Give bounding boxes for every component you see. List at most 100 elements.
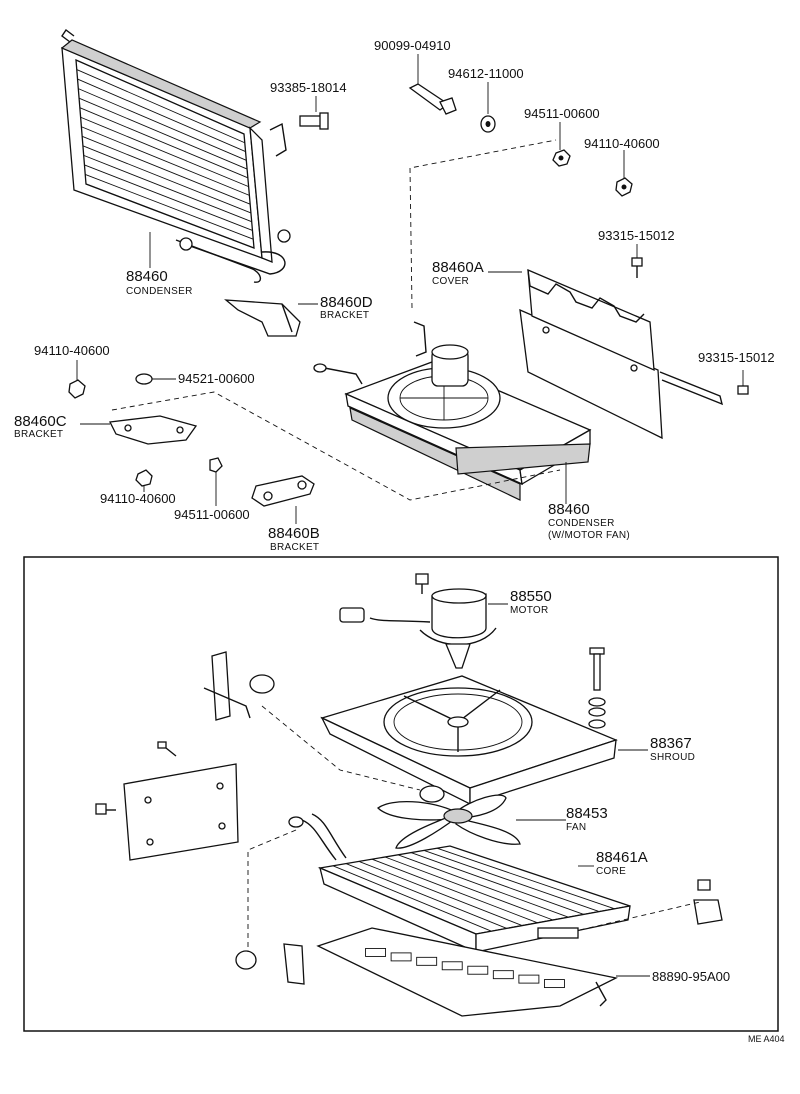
- name-cover: COVER: [432, 276, 469, 287]
- nut-94511-00600-bottom-drawing: [209, 457, 223, 506]
- hatch-line: [82, 145, 252, 214]
- label-93315-15012-b: 93315-15012: [698, 350, 775, 365]
- drawing-code: ME A404: [748, 1034, 785, 1044]
- bracket-88460c-drawing: [80, 415, 198, 445]
- label-88550: 88550: [510, 588, 552, 605]
- grille-slot: [543, 979, 565, 989]
- hatch-line: [85, 174, 254, 240]
- hatch-line: [79, 107, 249, 179]
- label-88460a: 88460A: [432, 259, 484, 276]
- hatch-line: [410, 852, 584, 915]
- hatch-line: [76, 69, 245, 144]
- lower-labels: 88550 MOTOR 88367 SHROUD 88453 FAN 88461…: [510, 588, 730, 984]
- condenser-88460-drawing: [60, 28, 291, 283]
- hatch-line: [84, 164, 253, 231]
- upper-dashed-leaders: [111, 139, 561, 501]
- grille-88890-95a00-drawing: [316, 927, 650, 1017]
- label-88890-95a00: 88890-95A00: [652, 969, 730, 984]
- stud-bolt-90099-04910-drawing: [408, 54, 457, 115]
- label-93315-15012-a: 93315-15012: [598, 228, 675, 243]
- clamp-lower-drawing: [235, 943, 305, 985]
- clamp-bracket-drawing: [203, 651, 275, 721]
- label-88460c: 88460C: [14, 413, 67, 430]
- label-88460-fan-assembly: 88460: [548, 501, 590, 518]
- label-88367: 88367: [650, 735, 692, 752]
- name-condenser: CONDENSER: [126, 286, 193, 297]
- screw-small-drawing: [157, 741, 177, 757]
- core-88461a-drawing: [288, 813, 631, 954]
- label-94511-00600-top: 94511-00600: [524, 106, 600, 121]
- name-bracket-d: BRACKET: [320, 310, 369, 321]
- hatch-line: [397, 854, 569, 918]
- washer-94612-11000-drawing: [480, 82, 496, 133]
- hatch-line: [78, 88, 247, 161]
- hatch-line: [371, 858, 538, 924]
- label-94511-00600-bottom: 94511-00600: [174, 507, 250, 522]
- hatch-line: [81, 126, 250, 196]
- hatch-line: [423, 849, 600, 913]
- lower-dashed-leaders: [247, 705, 701, 952]
- upper-labels: 90099-04910 93385-18014 94612-11000 9451…: [14, 38, 775, 553]
- label-88460d: 88460D: [320, 294, 373, 311]
- bracket-88460d-drawing: [224, 299, 318, 337]
- nut-94110-40600-bottom-drawing: [135, 469, 153, 492]
- name-motor: MOTOR: [510, 605, 549, 616]
- grille-slot: [441, 961, 463, 971]
- hatch-line: [384, 856, 554, 921]
- hatch-line: [77, 78, 246, 152]
- hatch-line: [85, 183, 255, 249]
- plate-drawing: [123, 763, 239, 861]
- hatch-line: [358, 860, 523, 927]
- grille-slot: [365, 947, 387, 957]
- shroud-bolt-drawing: [588, 647, 606, 729]
- bolt-small-drawing: [95, 803, 116, 815]
- name-bracket-b: BRACKET: [270, 542, 319, 553]
- label-94110-40600-bottom: 94110-40600: [100, 491, 176, 506]
- nut-94110-40600-top-drawing: [615, 150, 633, 197]
- label-88453: 88453: [566, 805, 608, 822]
- hatch-line: [78, 97, 248, 170]
- grille-slot: [467, 965, 489, 975]
- bolt-93385-18014-drawing: [299, 96, 329, 130]
- label-90099-04910: 90099-04910: [374, 38, 451, 53]
- exploded-view-frame: [23, 556, 779, 1032]
- hatch-line: [75, 59, 245, 135]
- label-88461a: 88461A: [596, 849, 648, 866]
- hatch-line: [345, 863, 507, 929]
- shroud-88367-drawing: [320, 675, 648, 806]
- grille-slot: [492, 970, 514, 980]
- grille-slot: [518, 974, 540, 984]
- hatch-line: [83, 154, 252, 223]
- hatch-line: [81, 135, 251, 205]
- switch-part-drawing: [693, 879, 723, 925]
- hatch-line: [80, 116, 249, 188]
- motor-88550-drawing: [339, 573, 508, 669]
- hatch-line: [436, 847, 615, 910]
- washer-94521-00600-drawing: [135, 373, 176, 385]
- label-94110-40600-top: 94110-40600: [584, 136, 660, 151]
- condenser-fan-assembly-drawing: [313, 321, 592, 504]
- label-94612-11000: 94612-11000: [448, 66, 524, 81]
- nut-94110-40600-left-drawing: [68, 360, 86, 399]
- grille-slot: [416, 956, 438, 966]
- label-93385-18014: 93385-18014: [270, 80, 347, 95]
- label-88460b: 88460B: [268, 525, 320, 542]
- name-core: CORE: [596, 866, 626, 877]
- name-with-motor-fan: (W/MOTOR FAN): [548, 530, 630, 541]
- nut-94511-00600-top-drawing: [552, 122, 571, 167]
- label-94521-00600: 94521-00600: [178, 371, 255, 386]
- label-88460-condenser: 88460: [126, 268, 168, 285]
- bolt-93315-15012-b-drawing: [737, 370, 749, 395]
- cover-88460a-drawing: [488, 268, 724, 440]
- name-fan: FAN: [566, 822, 586, 833]
- fan-88453-drawing: [376, 785, 566, 849]
- name-condenser-fan: CONDENSER: [548, 518, 615, 529]
- bracket-88460b-drawing: [251, 475, 315, 524]
- bolt-93315-15012-a-drawing: [631, 244, 643, 278]
- name-shroud: SHROUD: [650, 752, 695, 763]
- name-bracket-c: BRACKET: [14, 429, 63, 440]
- hatch-line: [332, 865, 492, 932]
- label-94110-40600-left: 94110-40600: [34, 343, 110, 358]
- grille-slot: [390, 952, 412, 962]
